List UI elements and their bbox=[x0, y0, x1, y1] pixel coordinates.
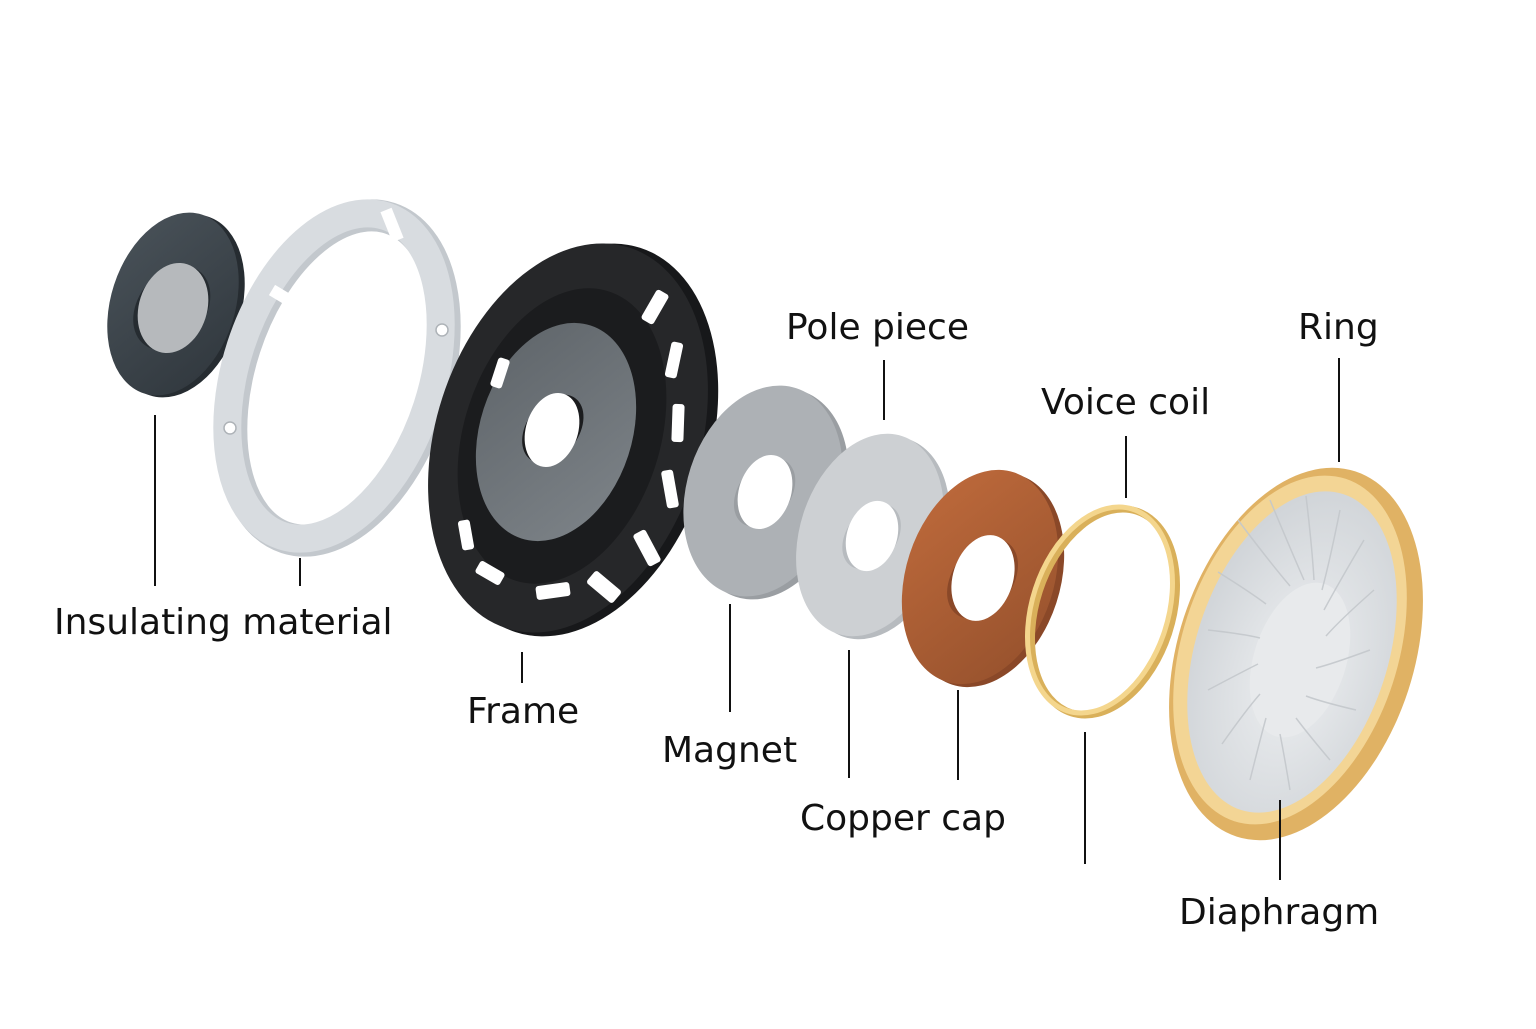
label-copper-cap: Copper cap bbox=[800, 798, 1006, 839]
insulating-disc bbox=[107, 212, 245, 398]
ring-diaphragm-assembly bbox=[1169, 467, 1423, 841]
insulating-gasket bbox=[213, 199, 461, 557]
label-magnet: Magnet bbox=[662, 730, 798, 771]
voice-coil bbox=[1025, 504, 1180, 719]
label-frame: Frame bbox=[467, 691, 580, 732]
label-voice-coil: Voice coil bbox=[1041, 382, 1211, 423]
label-insulating-material: Insulating material bbox=[54, 602, 393, 643]
label-diaphragm: Diaphragm bbox=[1179, 892, 1380, 933]
leader-lines bbox=[154, 358, 1340, 880]
label-pole-piece: Pole piece bbox=[786, 307, 969, 348]
frame bbox=[428, 243, 719, 637]
label-ring: Ring bbox=[1298, 307, 1379, 348]
